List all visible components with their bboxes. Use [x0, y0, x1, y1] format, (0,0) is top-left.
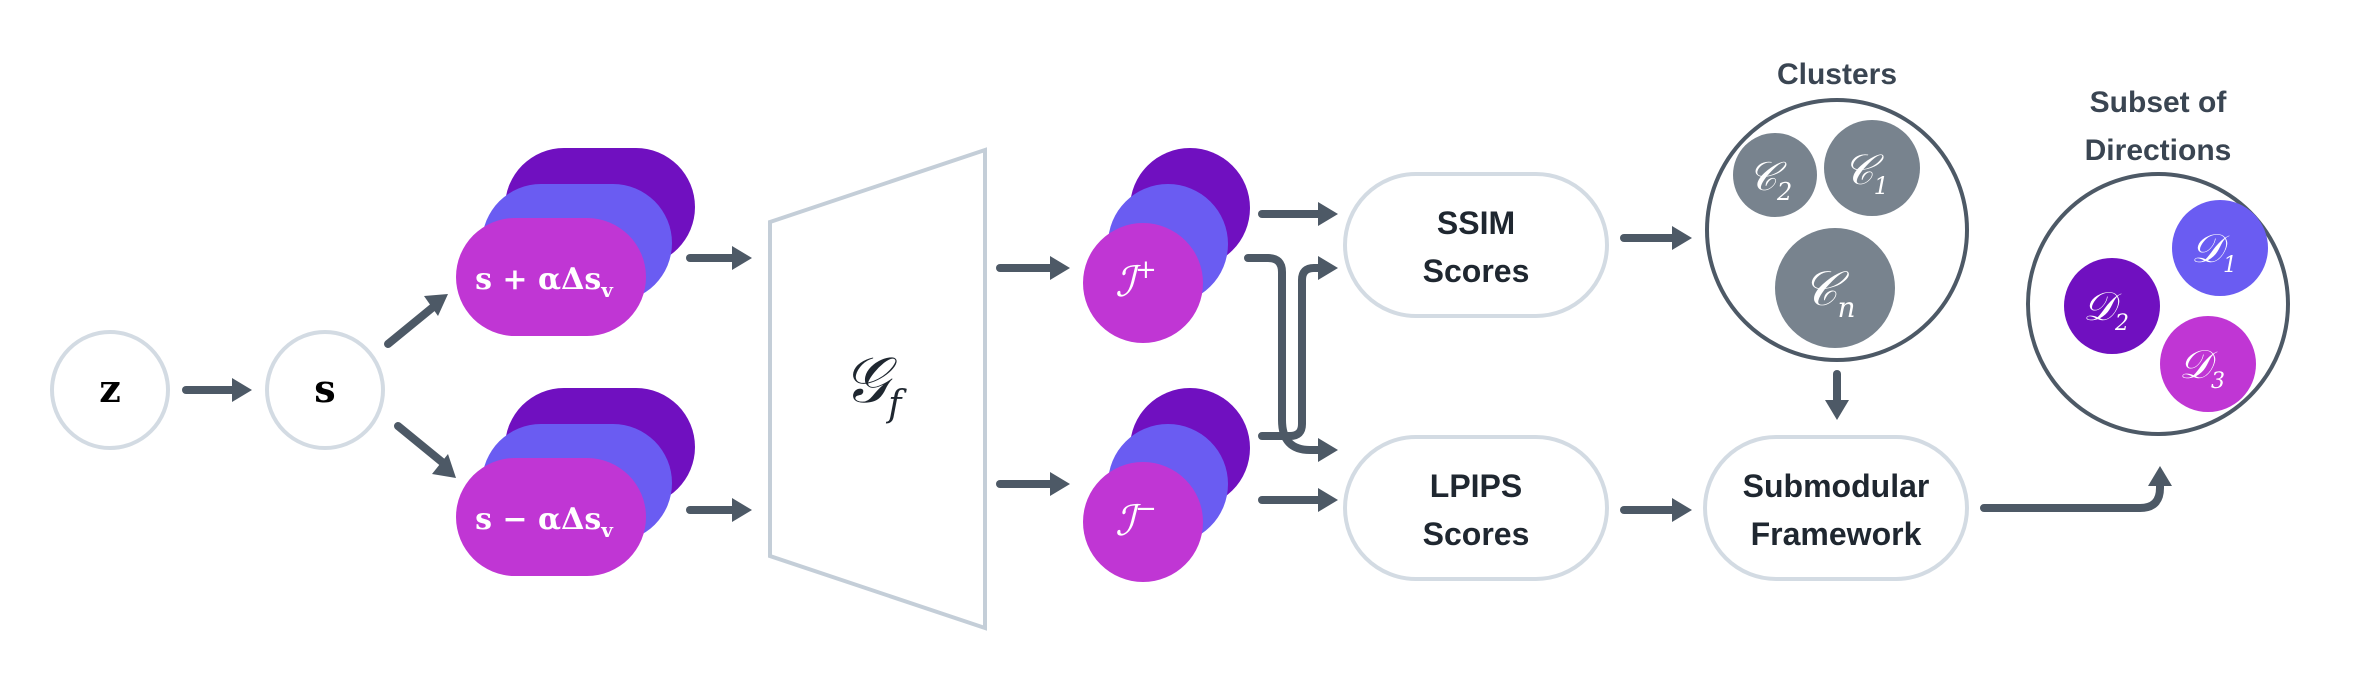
s-node [265, 330, 385, 450]
submodular-framework-box [1703, 435, 1969, 581]
i-minus-superscript: − [1135, 494, 1157, 524]
s-plus-label: s + αΔs [475, 262, 601, 297]
arrow-minus-to-generator [686, 498, 752, 522]
arrow-plus-to-generator [686, 246, 752, 270]
arrow-ssim-to-clusters [1620, 226, 1692, 250]
i-minus-stack: ℐ− [1083, 388, 1250, 582]
arrow-lpips-to-submodular [1620, 498, 1692, 522]
arrow-s-to-plus-stack [384, 294, 448, 348]
svg-text:s − αΔsv: s − αΔsv [475, 502, 614, 542]
direction-d3-subscript: 3 [2211, 369, 2225, 394]
clusters-title: Clusters [1777, 58, 1897, 91]
stack-layer-front [456, 458, 646, 576]
i-plus-superscript: + [1135, 255, 1157, 285]
direction-d2: 𝒟2 [2064, 258, 2160, 354]
cluster-c2-subscript: 2 [1776, 178, 1792, 206]
submodular-label-line2: Framework [1751, 516, 1922, 552]
arrow-s-to-minus-stack [394, 422, 456, 478]
directions-title-line2: Directions [2085, 134, 2232, 167]
cluster-c1: 𝒞1 [1824, 120, 1920, 216]
arrow-clusters-to-submodular [1825, 370, 1849, 420]
generator-block [768, 147, 987, 631]
arrow-i-minus-to-lpips [1258, 488, 1338, 512]
direction-d3: 𝒟3 [2160, 316, 2256, 412]
lpips-label-line1: LPIPS [1430, 468, 1522, 504]
arrow-generator-to-i-minus [996, 472, 1070, 496]
z-node [50, 330, 170, 450]
stack-layer-front [456, 218, 646, 336]
cluster-c1-subscript: 1 [1874, 172, 1889, 200]
direction-d2-subscript: 2 [2114, 311, 2129, 336]
lpips-scores-box [1343, 435, 1609, 581]
submodular-label-line1: Submodular [1743, 468, 1930, 504]
s-minus-label: s − αΔs [475, 502, 601, 537]
arrow-submodular-to-directions [1980, 466, 2172, 512]
svg-text:s + αΔsv: s + αΔsv [475, 262, 614, 302]
cluster-c2: 𝒞2 [1733, 133, 1817, 217]
s-plus-stack: s + αΔsv [456, 148, 695, 336]
arrow-i-plus-to-lpips [1244, 254, 1338, 462]
s-plus-subscript: v [600, 278, 614, 302]
lpips-label-line2: Scores [1423, 516, 1530, 552]
image-layer-front [1083, 462, 1203, 582]
arrow-i-minus-to-ssim [1258, 256, 1338, 440]
image-layer-front [1083, 223, 1203, 343]
ssim-label-line2: Scores [1423, 253, 1530, 289]
svg-text:ℐ+: ℐ+ [1115, 255, 1157, 306]
cluster-cn-subscript: n [1837, 291, 1855, 324]
z-label: z [99, 366, 121, 411]
ssim-scores-box [1343, 172, 1609, 318]
i-plus-stack: ℐ+ [1083, 148, 1250, 343]
direction-d1: 𝒟1 [2172, 200, 2268, 296]
s-minus-stack: s − αΔsv [456, 388, 695, 576]
arrow-i-plus-to-ssim [1258, 202, 1338, 226]
arrow-generator-to-i-plus [996, 256, 1070, 280]
arrow-z-to-s [182, 378, 252, 402]
s-minus-subscript: v [600, 518, 614, 542]
cluster-cn: 𝒞n [1775, 228, 1895, 348]
directions-title-line1: Subset of [2090, 86, 2228, 119]
ssim-label-line1: SSIM [1437, 205, 1515, 241]
s-label: s [314, 366, 335, 411]
direction-d1-subscript: 1 [2223, 253, 2237, 278]
